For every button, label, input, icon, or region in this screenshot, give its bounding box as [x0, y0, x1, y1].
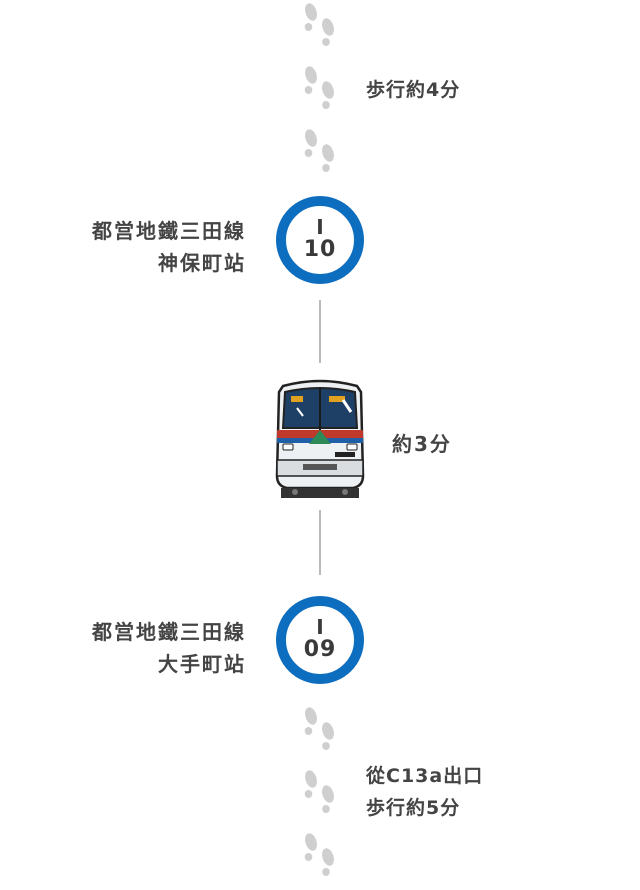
footsteps-icon: [302, 705, 337, 750]
station-line-name: 都営地鐵三田線: [92, 620, 246, 644]
exit-info: 從C13a出口: [366, 765, 484, 787]
footsteps-icon: [302, 831, 337, 876]
walk-duration-start: 歩行約4分: [366, 79, 461, 101]
station-name: 神保町站: [158, 251, 246, 275]
footsteps-icon: [302, 1, 337, 46]
station-number: 10: [303, 237, 337, 262]
train-icon: [275, 379, 365, 498]
station-line-name: 都営地鐵三田線: [92, 219, 246, 243]
station-number: 09: [303, 637, 337, 662]
route-connector: [319, 300, 321, 363]
station-label-start: 都営地鐵三田線 神保町站: [92, 215, 246, 279]
walk-duration-end: 歩行約5分: [366, 797, 461, 819]
line-code: I: [316, 615, 324, 639]
footsteps-icon: [302, 64, 337, 109]
station-number-badge-end: I 09: [276, 596, 364, 684]
footsteps-icon: [302, 127, 337, 172]
line-code: I: [316, 215, 324, 239]
ride-duration: 約3分: [392, 432, 452, 456]
footsteps-icon: [302, 768, 337, 813]
station-number-badge-start: I 10: [276, 196, 364, 284]
route-connector: [319, 510, 321, 575]
station-label-end: 都営地鐵三田線 大手町站: [92, 616, 246, 680]
station-name: 大手町站: [158, 652, 246, 676]
walk-directions-end: 從C13a出口 歩行約5分: [366, 760, 483, 824]
